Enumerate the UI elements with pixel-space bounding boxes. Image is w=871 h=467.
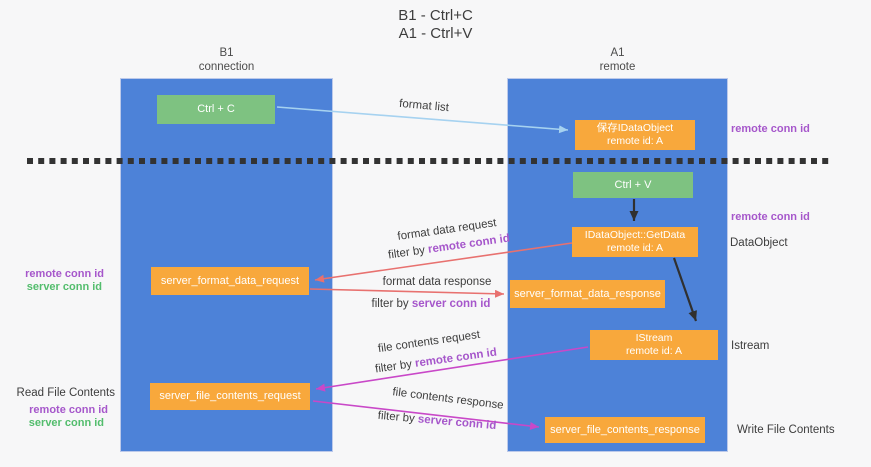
server-conn-id-text: server conn id — [417, 413, 497, 433]
title-line-1: B1 - Ctrl+C — [398, 7, 473, 24]
node-istream: IStream remote id: A — [590, 330, 718, 360]
ctrl-v-label: Ctrl + V — [614, 178, 652, 191]
remote-conn-id-text: remote conn id — [414, 346, 498, 370]
getdata-line1: IDataObject::GetData — [584, 229, 686, 241]
filter-by-text: filter by — [371, 298, 412, 310]
label-format-data-response: format data response — [382, 276, 492, 288]
label-filter-server-1: filter by server conn id — [372, 298, 491, 310]
node-server-file-contents-request: server_file_contents_request — [150, 383, 310, 410]
server-file-contents-request-label: server_file_contents_request — [159, 390, 301, 402]
lane-a1-role: remote — [599, 61, 636, 73]
lane-a1-name: A1 — [610, 47, 625, 59]
left-server-conn-id-2: server conn id — [28, 417, 104, 429]
node-ctrl-c: Ctrl + C — [157, 95, 275, 124]
node-server-file-contents-response: server_file_contents_response — [545, 417, 705, 443]
title-line-2: A1 - Ctrl+V — [398, 25, 473, 42]
server-conn-id-text: server conn id — [411, 298, 491, 310]
left-remote-conn-id-1: remote conn id — [25, 268, 104, 280]
diagram-title: B1 - Ctrl+C A1 - Ctrl+V — [0, 7, 871, 43]
right-dataobject-label: DataObject — [730, 237, 788, 249]
lane-header-a1: A1 remote — [507, 46, 728, 74]
node-server-format-data-request: server_format_data_request — [151, 267, 309, 295]
label-file-contents-response: file contents response — [391, 386, 505, 412]
node-save-idataobject: 保存IDataObject remote id: A — [575, 120, 695, 150]
node-ctrl-v: Ctrl + V — [573, 172, 693, 198]
istream-line1: IStream — [635, 332, 673, 344]
left-server-conn-id-1: server conn id — [26, 281, 102, 293]
lane-b1-role: connection — [198, 61, 255, 73]
right-remote-conn-id-2: remote conn id — [731, 211, 810, 223]
arrow-format-data-response — [309, 288, 505, 298]
label-filter-server-2: filter by server conn id — [377, 410, 496, 432]
right-write-file-contents: Write File Contents — [737, 424, 835, 436]
server-format-data-request-label: server_format_data_request — [160, 274, 300, 287]
right-remote-conn-id-1: remote conn id — [731, 123, 810, 135]
filter-by-text: filter by — [374, 357, 416, 376]
filter-by-text: filter by — [377, 409, 419, 426]
node-idataobject-getdata: IDataObject::GetData remote id: A — [572, 227, 698, 257]
server-format-data-response-label: server_format_data_response — [514, 287, 661, 300]
ctrl-c-label: Ctrl + C — [197, 103, 235, 115]
left-remote-conn-id-2: remote conn id — [29, 404, 108, 416]
lane-header-b1: B1 connection — [120, 46, 333, 74]
label-format-list: format list — [398, 97, 450, 115]
filter-by-text: filter by — [387, 243, 429, 262]
save-idataobject-line2: remote id: A — [606, 135, 664, 147]
istream-line2: remote id: A — [625, 345, 683, 357]
save-idataobject-line1: 保存IDataObject — [596, 122, 674, 134]
lane-b1-name: B1 — [219, 47, 234, 59]
left-read-file-contents: Read File Contents — [16, 387, 115, 399]
node-server-format-data-response: server_format_data_response — [510, 280, 665, 308]
server-file-contents-response-label: server_file_contents_response — [550, 423, 700, 436]
getdata-line2: remote id: A — [606, 242, 664, 254]
right-istream-label: Istream — [731, 340, 770, 352]
